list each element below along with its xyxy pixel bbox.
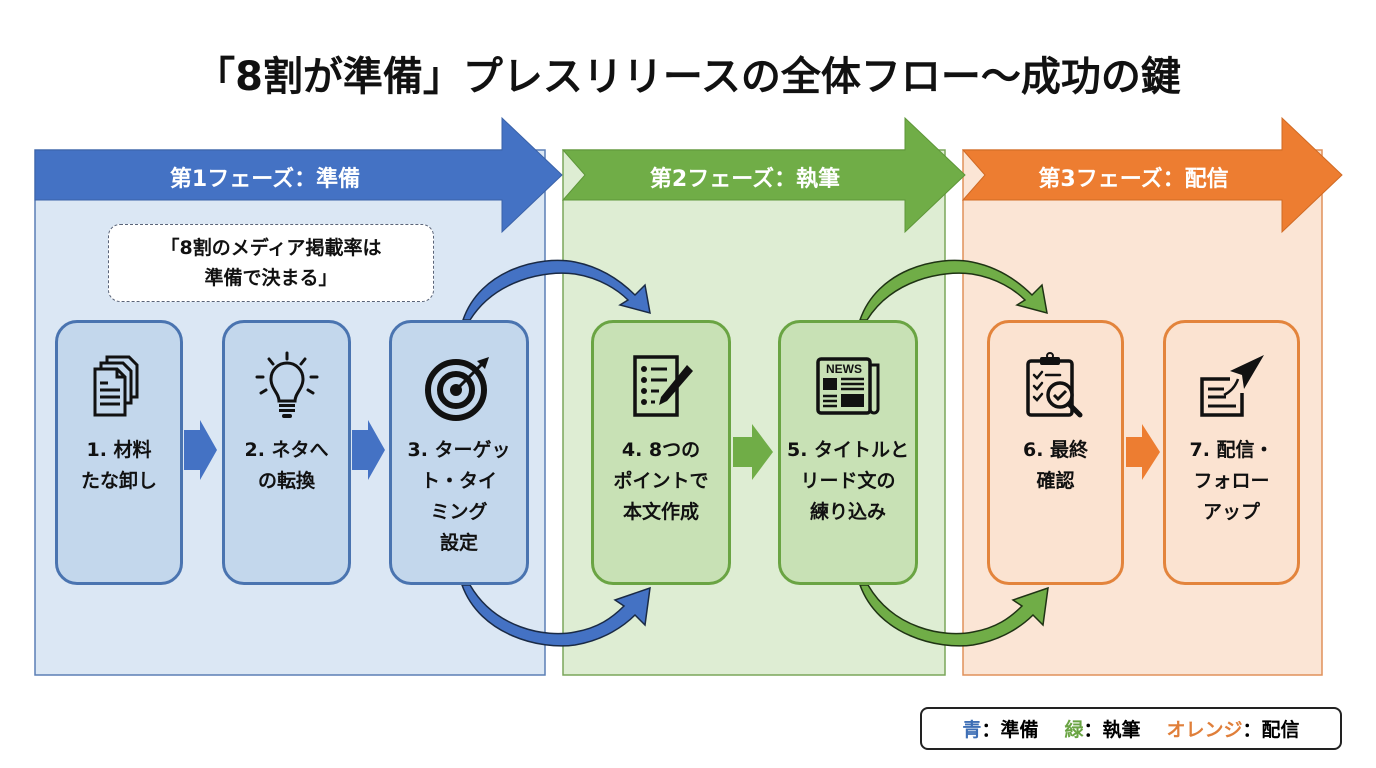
step-card-1: 1. 材料 たな卸し [55, 320, 183, 585]
step-1-label: 1. 材料 たな卸し [80, 439, 157, 492]
legend-separator: ： [1242, 719, 1262, 741]
step-2-label: 2. ネタへ の転換 [244, 439, 329, 492]
step-card-7: 7. 配信・ フォロー アップ [1163, 320, 1300, 585]
step-card-5: NEWS 5. タイトルと リード文の 練り込み [778, 320, 918, 585]
phase-2-label: 第2フェーズ：執筆 [649, 167, 841, 192]
step-card-3: 3. ターゲッ ト・タイ ミング 設定 [389, 320, 529, 585]
step-4-label: 4. 8つの ポイントで 本文作成 [613, 439, 709, 523]
callout-line-1: 「8割のメディア掲載率は [160, 237, 382, 259]
phase-3-header-arrow [961, 116, 1343, 234]
legend-key-blue: 青 [962, 719, 982, 741]
legend-key-green: 緑 [1064, 719, 1084, 741]
legend-value-orange: 配信 [1261, 719, 1300, 741]
clipboard-search-icon [1025, 352, 1082, 418]
documents-icon [93, 355, 139, 417]
send-document-icon [1199, 355, 1264, 417]
curved-arrow-bottom-3-4 [460, 584, 651, 647]
legend-separator: ： [981, 719, 1001, 741]
legend-item-green: 緑：執筆 [1064, 715, 1140, 742]
curved-arrow-bottom-5-6 [858, 584, 1049, 647]
step-card-4: 4. 8つの ポイントで 本文作成 [591, 320, 731, 585]
step-6-label: 6. 最終 確認 [1022, 439, 1089, 492]
legend-separator: ： [1083, 719, 1103, 741]
legend-item-blue: 青：準備 [962, 715, 1038, 742]
newspaper-icon: NEWS [816, 357, 880, 415]
step-3-label: 3. ターゲッ ト・タイ ミング 設定 [407, 439, 511, 554]
step-card-6: 6. 最終 確認 [987, 320, 1124, 585]
step-5-label: 5. タイトルと リード文の 練り込み [786, 439, 910, 523]
callout-line-2: 準備で決まる」 [204, 267, 338, 289]
color-legend: 青：準備 緑：執筆 オレンジ：配信 [920, 707, 1342, 750]
legend-value-green: 執筆 [1102, 719, 1141, 741]
step-arrow-2-3 [352, 420, 385, 480]
step-card-2: 2. ネタへ の転換 [222, 320, 351, 585]
step-arrow-1-2 [184, 420, 217, 480]
target-icon [425, 357, 489, 421]
legend-value-blue: 準備 [1000, 719, 1039, 741]
legend-key-orange: オレンジ [1166, 719, 1243, 741]
phase-1-header-arrow [34, 116, 563, 234]
step-7-label: 7. 配信・ フォロー アップ [1189, 439, 1274, 523]
step-arrow-4-5 [733, 424, 773, 480]
phase-1-label: 第1フェーズ：準備 [169, 167, 361, 192]
svg-text:NEWS: NEWS [826, 362, 862, 376]
checklist-pencil-icon [633, 355, 693, 417]
lightbulb-icon [255, 351, 318, 418]
phase-3-label: 第3フェーズ：配信 [1038, 167, 1229, 192]
legend-item-orange: オレンジ：配信 [1167, 715, 1300, 742]
step-arrow-6-7 [1126, 424, 1160, 480]
diagram-title: 「8割が準備」プレスリリースの全体フロー〜成功の鍵 [195, 54, 1181, 100]
curved-arrow-top-5-6 [858, 259, 1048, 321]
callout-quote: 「8割のメディア掲載率は 準備で決まる」 [108, 224, 434, 302]
curved-arrow-top-3-4 [461, 259, 651, 321]
phase-2-header-arrow [561, 116, 966, 234]
